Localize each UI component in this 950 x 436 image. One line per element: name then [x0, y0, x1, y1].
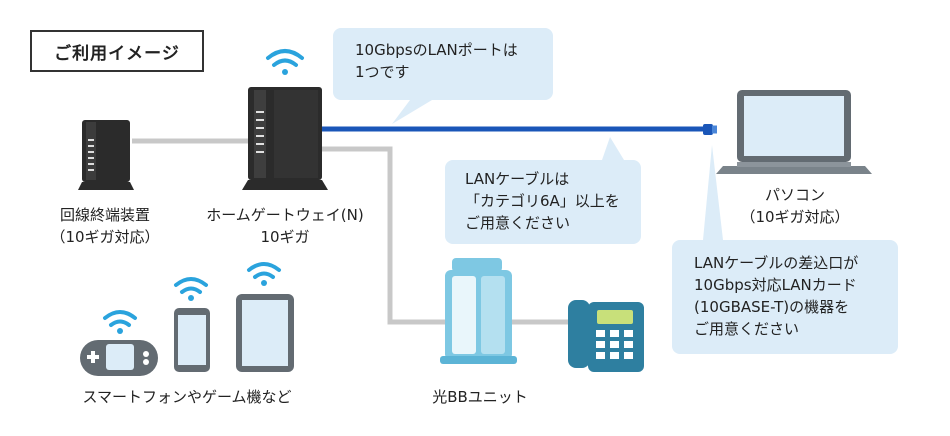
hikari-bb-unit-icon	[440, 258, 517, 364]
home-gateway-icon	[242, 87, 328, 190]
onu-label-line2: （10ギガ対応）	[50, 228, 160, 246]
callout-cable-line2: 「カテゴリ6A」以上を	[465, 192, 620, 210]
wifi-icon	[266, 49, 304, 75]
callout-card-line1: LANケーブルの差込口が	[694, 254, 859, 272]
callout-port-line2: 1つです	[355, 63, 410, 81]
gateway-label-line2: 10ギガ	[260, 228, 310, 246]
lan-cable-10g	[322, 124, 717, 135]
callout-card-line3: (10GBASE-T)の機器を	[694, 298, 850, 316]
callout-port: 10GbpsのLANポートは 1つです	[333, 28, 553, 100]
pc-label-line2: （10ギガ対応）	[740, 208, 850, 226]
smartphone-icon	[174, 277, 210, 372]
game-console-icon	[80, 310, 158, 376]
callout-cable-tail	[602, 137, 624, 160]
callout-card-tail	[703, 145, 723, 240]
tablet-icon	[236, 262, 294, 372]
pc-label: パソコン （10ギガ対応）	[730, 184, 860, 228]
onu-device-icon	[78, 120, 134, 190]
callout-lan-card: LANケーブルの差込口が 10Gbps対応LANカード (10GBASE-T)の…	[672, 240, 898, 354]
callout-card-line4: ご用意ください	[694, 320, 800, 338]
gateway-label-line1: ホームゲートウェイ(N)	[206, 206, 364, 224]
callout-cable-line1: LANケーブルは	[465, 170, 570, 188]
gateway-label: ホームゲートウェイ(N) 10ギガ	[195, 204, 375, 248]
mobile-devices-label: スマートフォンやゲーム機など	[82, 388, 292, 406]
laptop-icon	[716, 90, 872, 174]
onu-label-line1: 回線終端装置	[59, 206, 150, 224]
callout-cable-line3: ご用意ください	[465, 214, 571, 232]
gateway-unit-cable	[322, 146, 445, 325]
callout-port-tail	[392, 100, 432, 124]
callout-cable-category: LANケーブルは 「カテゴリ6A」以上を ご用意ください	[445, 160, 641, 244]
onu-label: 回線終端装置 （10ギガ対応）	[40, 204, 170, 248]
hikari-bb-label: 光BBユニット	[432, 388, 528, 406]
callout-card-line2: 10Gbps対応LANカード	[694, 276, 857, 294]
callout-port-line1: 10GbpsのLANポートは	[355, 41, 518, 59]
pc-label-line1: パソコン	[764, 186, 825, 204]
page-title: ご利用イメージ	[30, 30, 204, 72]
telephone-icon	[568, 300, 644, 372]
gray-cables	[132, 138, 575, 325]
